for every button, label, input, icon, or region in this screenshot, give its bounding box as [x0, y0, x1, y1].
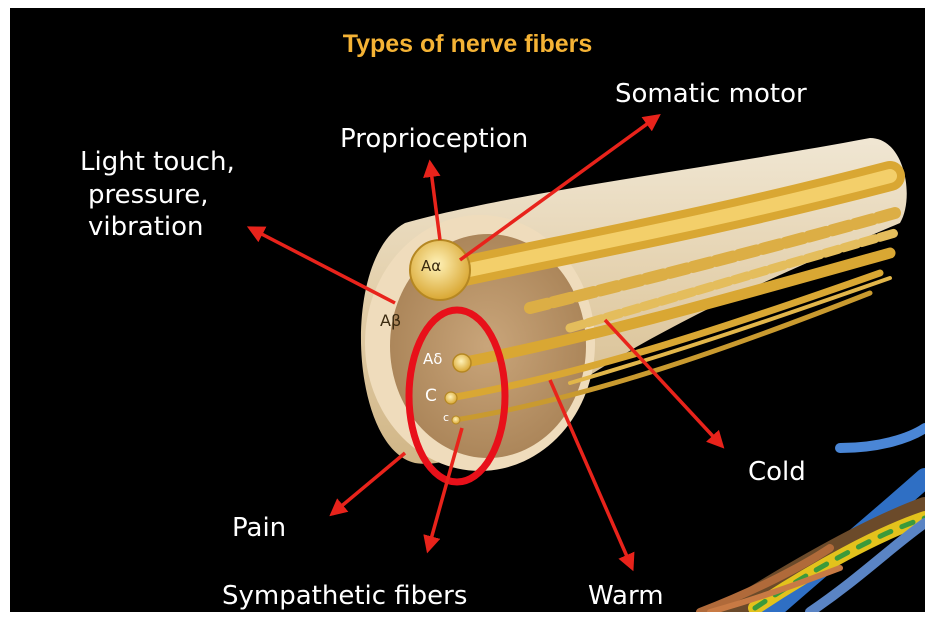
label-light-touch: Light touch, pressure, vibration	[80, 146, 235, 244]
label-light-touch-line3: vibration	[80, 211, 235, 244]
slide-title: Types of nerve fibers	[10, 30, 925, 59]
label-a-alpha: Aα	[421, 257, 441, 275]
a-delta-fiber	[453, 354, 471, 372]
label-light-touch-line2: pressure,	[80, 179, 235, 212]
label-c-small: c	[443, 411, 449, 424]
label-somatic-motor: Somatic motor	[615, 78, 807, 111]
label-c-large: C	[425, 386, 437, 406]
slide: Types of nerve fibers Somatic motor Prop…	[10, 8, 925, 612]
label-proprioception: Proprioception	[340, 123, 528, 156]
label-warm: Warm	[588, 580, 664, 612]
label-pain: Pain	[232, 512, 286, 545]
label-cold: Cold	[748, 456, 806, 489]
label-a-beta: Aβ	[380, 311, 401, 330]
cable-illustration	[700, 428, 925, 612]
c-fiber-small	[452, 416, 460, 424]
label-light-touch-line1: Light touch,	[80, 146, 235, 179]
label-sympathetic-fibers: Sympathetic fibers	[222, 580, 467, 612]
label-a-delta: Aδ	[423, 350, 442, 368]
arrow-pain	[332, 453, 405, 514]
c-fiber-large	[445, 392, 457, 404]
arrow-warm	[550, 380, 632, 568]
